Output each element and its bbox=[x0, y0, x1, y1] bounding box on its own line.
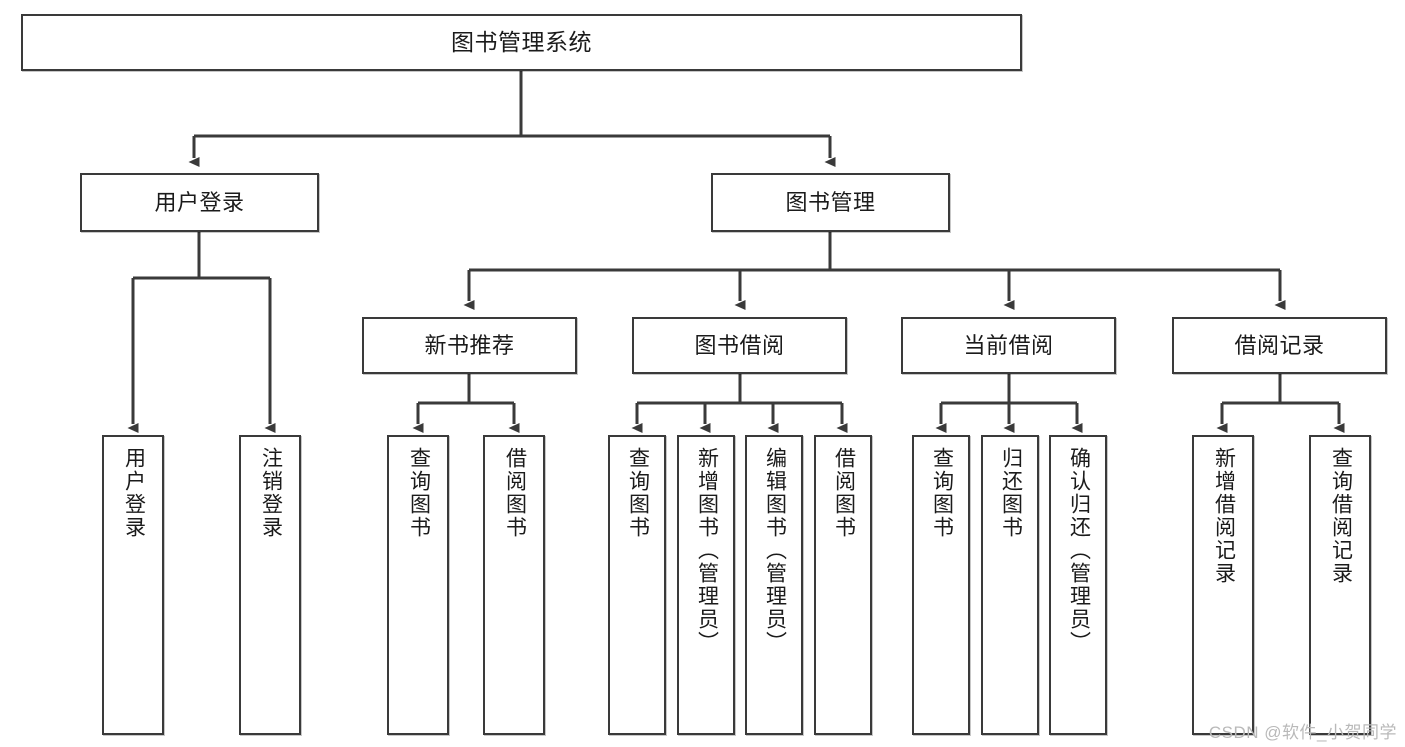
node-user-login[interactable]: 用户登录 bbox=[80, 173, 319, 232]
node-label: 借阅图书 bbox=[832, 447, 856, 539]
node-label: 确认归还（管理员） bbox=[1067, 447, 1091, 654]
leaf-query-book-borrow[interactable]: 查询图书 bbox=[608, 435, 666, 735]
node-label: 新增借阅记录 bbox=[1212, 447, 1236, 585]
node-label: 用户登录 bbox=[154, 189, 245, 215]
leaf-return-book[interactable]: 归还图书 bbox=[981, 435, 1039, 735]
node-current-borrow[interactable]: 当前借阅 bbox=[901, 317, 1116, 374]
node-label: 当前借阅 bbox=[963, 332, 1054, 358]
node-book-borrow[interactable]: 图书借阅 bbox=[632, 317, 847, 374]
node-label: 用户登录 bbox=[122, 447, 146, 539]
leaf-confirm-return-admin[interactable]: 确认归还（管理员） bbox=[1049, 435, 1107, 735]
node-new-book-recommend[interactable]: 新书推荐 bbox=[362, 317, 577, 374]
node-label: 图书管理系统 bbox=[451, 28, 592, 55]
node-label: 图书借阅 bbox=[694, 332, 785, 358]
leaf-query-borrow-record[interactable]: 查询借阅记录 bbox=[1309, 435, 1371, 735]
leaf-query-book-current[interactable]: 查询图书 bbox=[912, 435, 970, 735]
csdn-watermark: CSDN @软件_小贺同学 bbox=[1208, 723, 1397, 742]
node-label: 新书推荐 bbox=[424, 332, 515, 358]
node-label: 借阅图书 bbox=[503, 447, 527, 539]
node-label: 查询图书 bbox=[407, 447, 431, 539]
node-label: 注销登录 bbox=[259, 447, 283, 539]
leaf-borrow-book-recommend[interactable]: 借阅图书 bbox=[483, 435, 545, 735]
leaf-add-book-admin[interactable]: 新增图书（管理员） bbox=[677, 435, 735, 735]
leaf-logout[interactable]: 注销登录 bbox=[239, 435, 301, 735]
leaf-user-login[interactable]: 用户登录 bbox=[102, 435, 164, 735]
leaf-query-book-recommend[interactable]: 查询图书 bbox=[387, 435, 449, 735]
node-label: 查询图书 bbox=[930, 447, 954, 539]
node-label: 编辑图书（管理员） bbox=[763, 447, 787, 654]
node-borrow-record[interactable]: 借阅记录 bbox=[1172, 317, 1387, 374]
node-label: 新增图书（管理员） bbox=[695, 447, 719, 654]
node-label: 借阅记录 bbox=[1234, 332, 1325, 358]
node-book-management[interactable]: 图书管理 bbox=[711, 173, 950, 232]
node-label: 图书管理 bbox=[785, 189, 876, 215]
node-label: 归还图书 bbox=[999, 447, 1023, 539]
leaf-add-borrow-record[interactable]: 新增借阅记录 bbox=[1192, 435, 1254, 735]
node-book-management-system[interactable]: 图书管理系统 bbox=[21, 14, 1022, 71]
leaf-edit-book-admin[interactable]: 编辑图书（管理员） bbox=[745, 435, 803, 735]
leaf-borrow-book[interactable]: 借阅图书 bbox=[814, 435, 872, 735]
node-label: 查询借阅记录 bbox=[1329, 447, 1353, 585]
node-label: 查询图书 bbox=[626, 447, 650, 539]
